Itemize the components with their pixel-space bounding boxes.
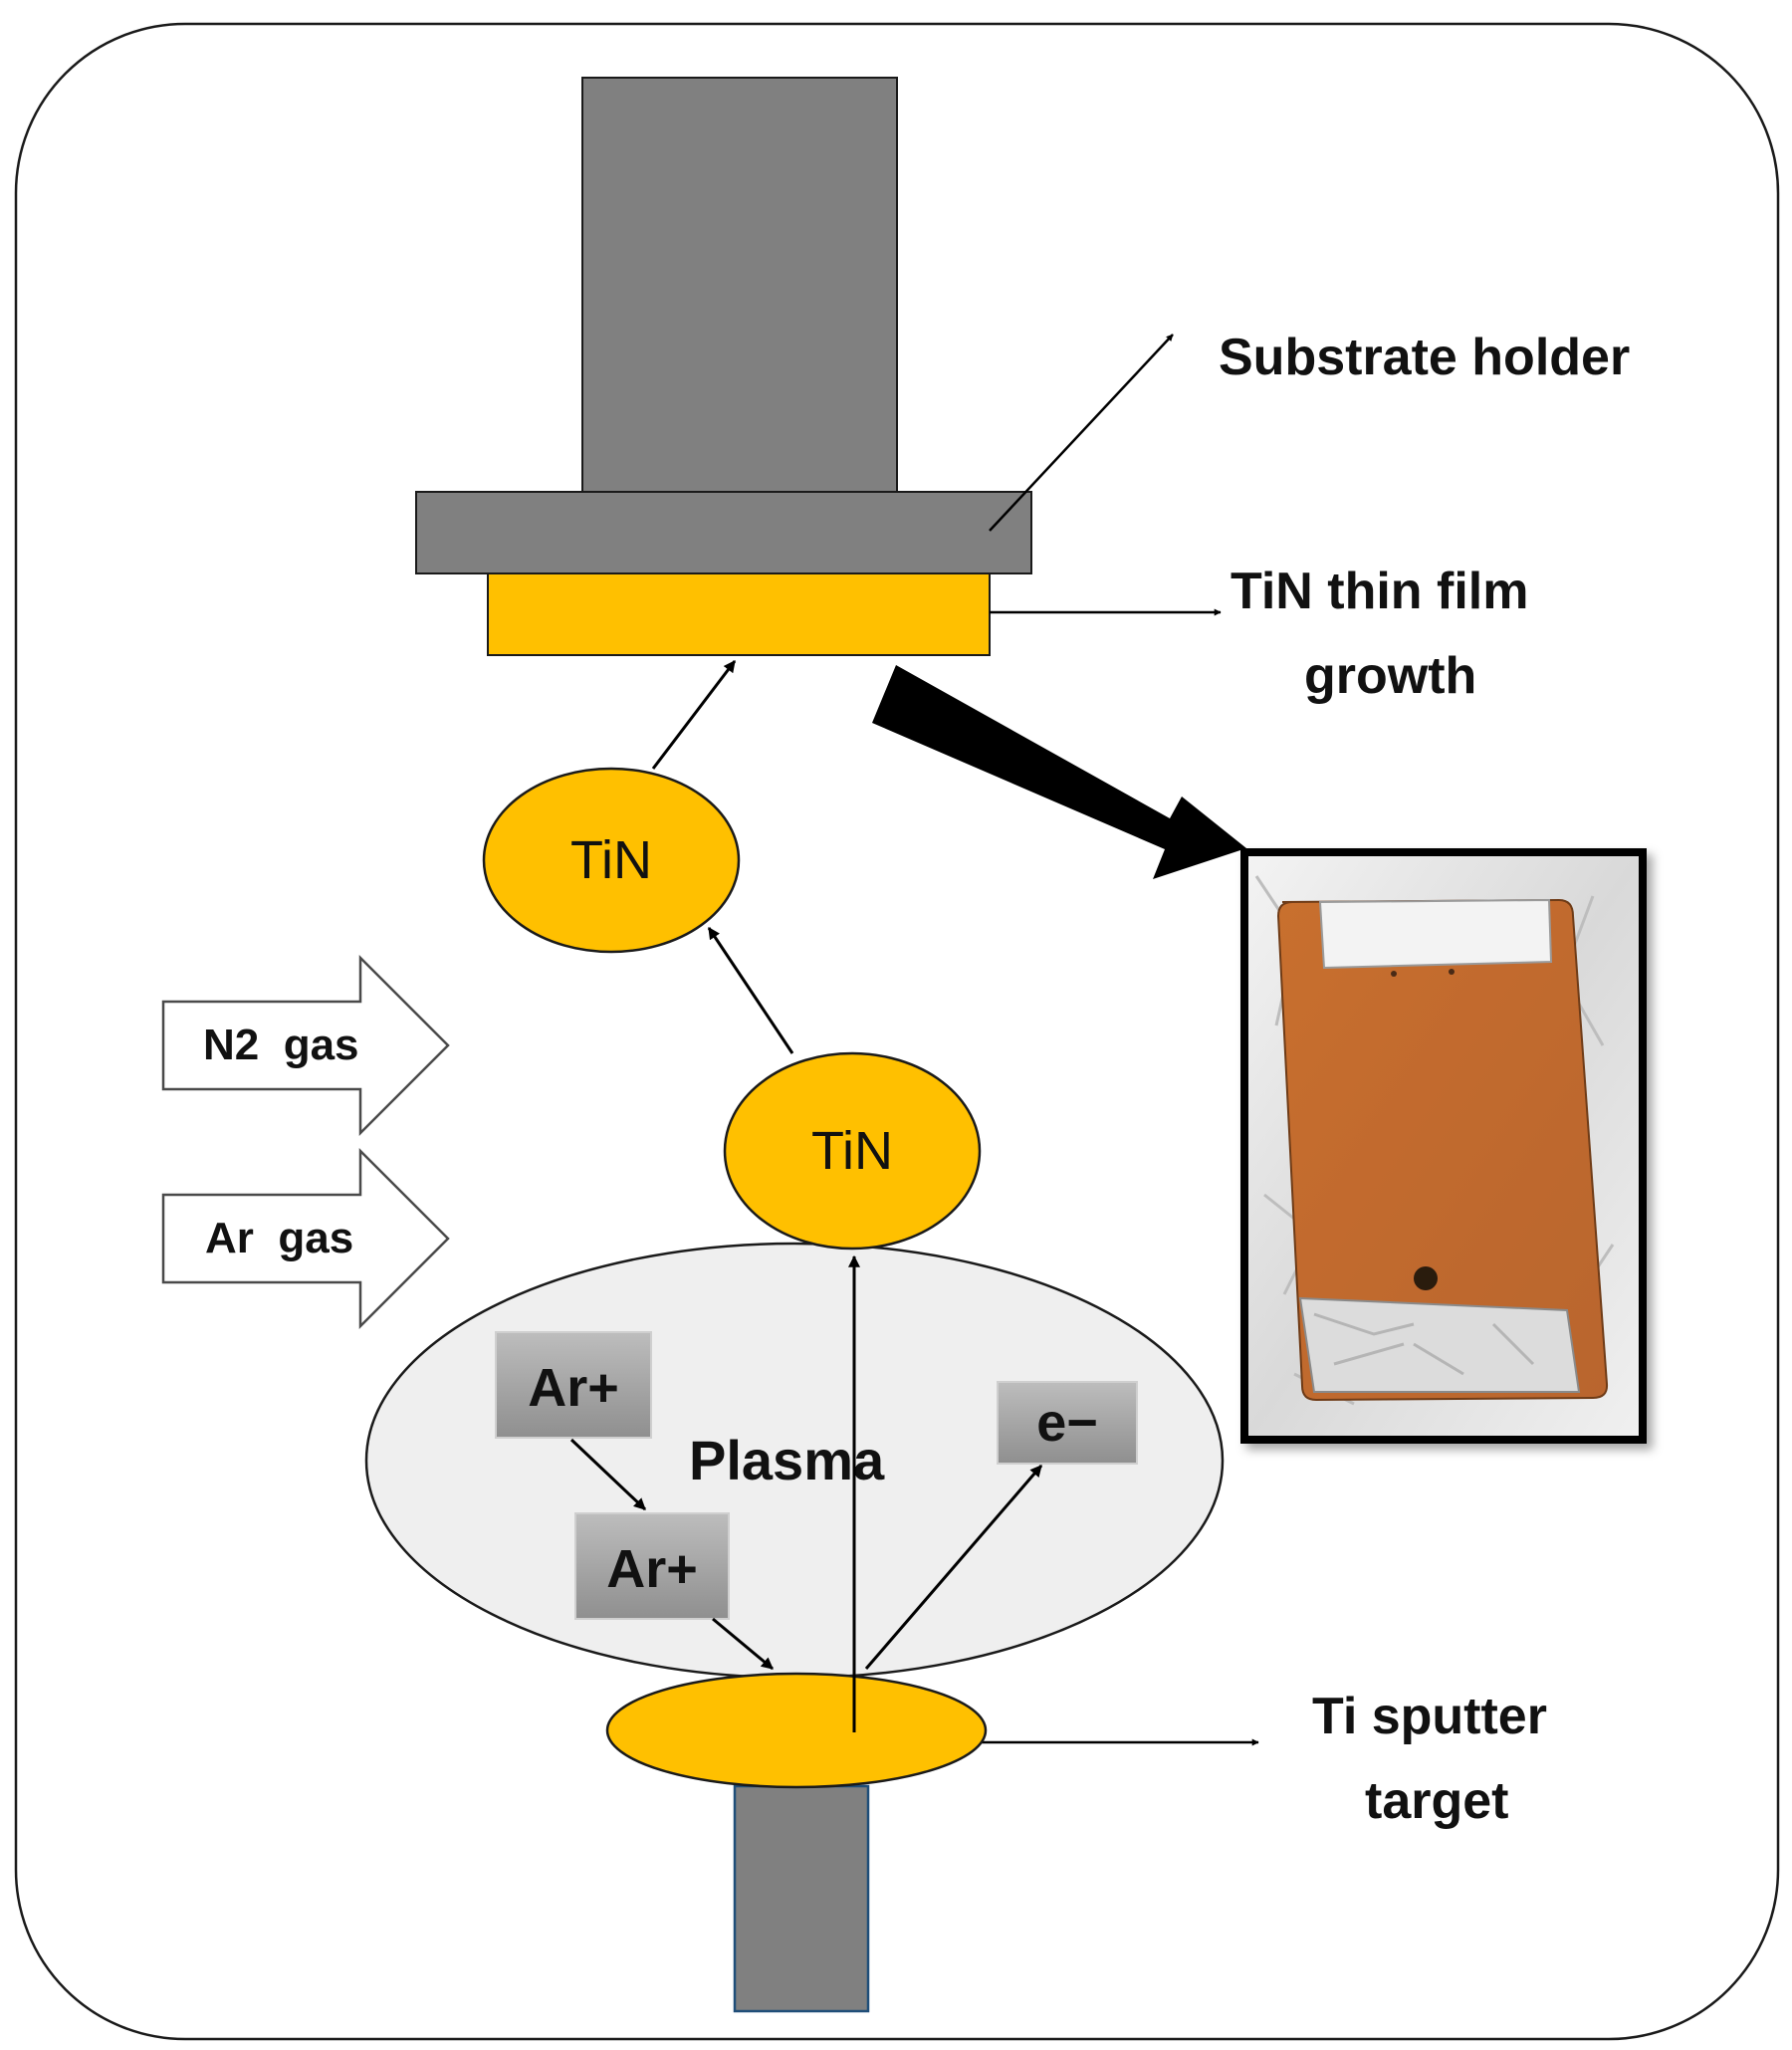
target-label-line1: Ti sputter xyxy=(1312,1688,1547,1745)
ar-ion-label-upper: Ar+ xyxy=(528,1358,619,1418)
ti-sputter-target xyxy=(605,1672,988,1789)
tin-particle-upper xyxy=(482,767,741,954)
tin-particle-lower-label: TiN xyxy=(811,1121,893,1181)
ion-impact-arrow xyxy=(712,1617,774,1671)
ar-gas-label: Ar gas xyxy=(205,1214,353,1262)
n2-inlet-arrow-icon xyxy=(161,954,450,1137)
holder-plate xyxy=(415,491,1032,574)
tin-particle-lower xyxy=(723,1051,982,1251)
tin-to-film-arrow xyxy=(651,660,737,770)
plasma-label: Plasma xyxy=(689,1429,885,1491)
n2-gas-label: N2 gas xyxy=(203,1021,359,1069)
ar-ion-box-lower xyxy=(574,1512,730,1620)
film-label-line1: TiN thin film xyxy=(1231,563,1528,620)
ar-ion-label-lower: Ar+ xyxy=(606,1539,698,1599)
ar-inlet-arrow-icon xyxy=(161,1147,450,1330)
tin-film-layer xyxy=(487,572,991,656)
film-label-line2: growth xyxy=(1304,647,1476,705)
tin-to-tin-arrow xyxy=(707,927,794,1054)
electron-emission-arrow xyxy=(864,1465,1043,1670)
target-cathode-rod xyxy=(733,1784,870,2013)
ar-ion-box-upper xyxy=(495,1331,652,1439)
holder-pointer xyxy=(989,334,1174,532)
sample-photo xyxy=(1240,848,1647,1444)
electron-box xyxy=(997,1381,1138,1465)
zoom-arrow-icon xyxy=(872,665,1246,879)
tin-particle-upper-label: TiN xyxy=(570,830,652,890)
target-label-line2: target xyxy=(1365,1772,1508,1830)
substrate-holder-label: Substrate holder xyxy=(1219,329,1630,386)
holder-shaft xyxy=(581,77,898,493)
electron-label: e− xyxy=(1036,1393,1098,1453)
ion-acceleration-arrow xyxy=(569,1438,647,1511)
